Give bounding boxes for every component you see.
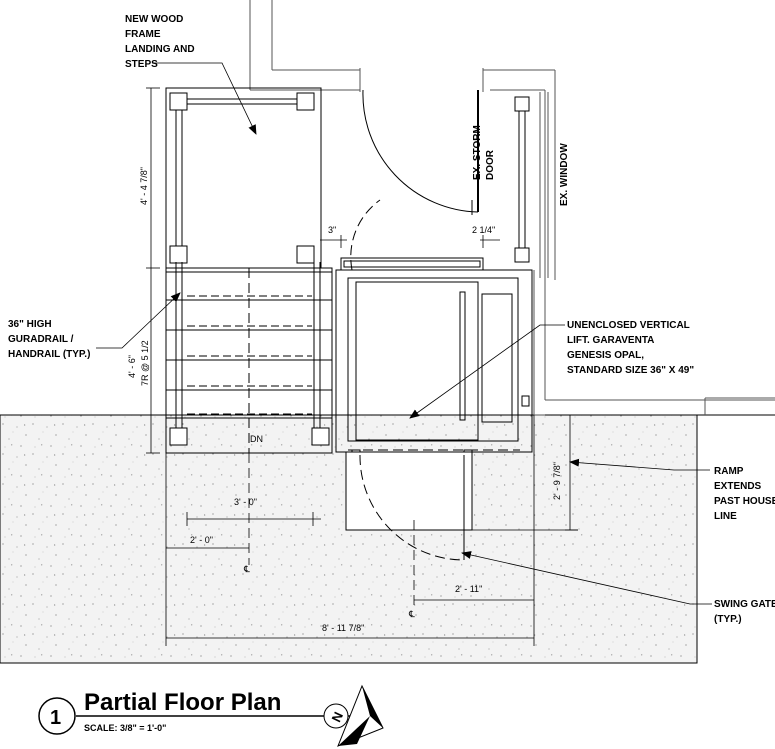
house-walls: [249, 0, 775, 416]
window-frame: [514, 96, 530, 263]
note-ramp: RAMP EXTENDS PAST HOUSE LINE: [714, 466, 775, 522]
note-swing-gate: SWING GATE (TYP.): [714, 599, 775, 625]
dim-stair-width: 3' - 0": [234, 497, 257, 507]
note-guardrail: 36" HIGH GURADRAIL / HANDRAIL (TYP.): [8, 319, 90, 360]
note-window: EX. WINDOW: [559, 143, 570, 206]
lift: [335, 257, 533, 457]
dim-landing-depth: 4' - 4 7/8": [139, 167, 149, 205]
dim-ramp-ext: 2' - 9 7/8": [552, 462, 562, 500]
landing: [165, 87, 322, 269]
dim-gap-3: 3": [328, 225, 336, 235]
note-storm-door: EX. STORM DOOR: [472, 122, 496, 180]
drawing-title: Partial Floor Plan: [84, 689, 281, 716]
note-lift: UNENCLOSED VERTICAL LIFT. GARAVENTA GENE…: [567, 320, 694, 376]
drawing-number: 1: [50, 707, 61, 729]
dim-overall: 8' - 11 7/8": [322, 623, 364, 633]
dim-gap-2-1-4: 2 1/4": [472, 225, 495, 235]
dim-offset-2-0: 2' - 0": [190, 535, 213, 545]
drawing-number-circle: [38, 697, 76, 735]
drawing-scale: SCALE: 3/8" = 1'-0": [84, 723, 166, 733]
north-arrow-icon: N: [323, 684, 384, 747]
dim-offset-2-11: 2' - 11": [455, 584, 482, 594]
dim-stair-run: 4' - 6": [127, 355, 137, 378]
leader-arrows: [96, 62, 712, 605]
storm-door: [362, 89, 479, 215]
title-block: 1 Partial Floor Plan SCALE: 3/8" = 1'-0": [38, 689, 350, 735]
centerline-mark-1: ℄: [243, 564, 250, 574]
ramp-gate: [345, 199, 473, 561]
note-landing: NEW WOOD FRAME LANDING AND STEPS: [125, 14, 197, 70]
dim-riser-spec: 7R @ 5 1/2: [140, 340, 150, 386]
dimension-lines: [146, 87, 578, 646]
centerline-mark-2: ℄: [408, 609, 415, 619]
stair-down-label: DN: [250, 434, 263, 444]
stairs: [165, 262, 333, 454]
